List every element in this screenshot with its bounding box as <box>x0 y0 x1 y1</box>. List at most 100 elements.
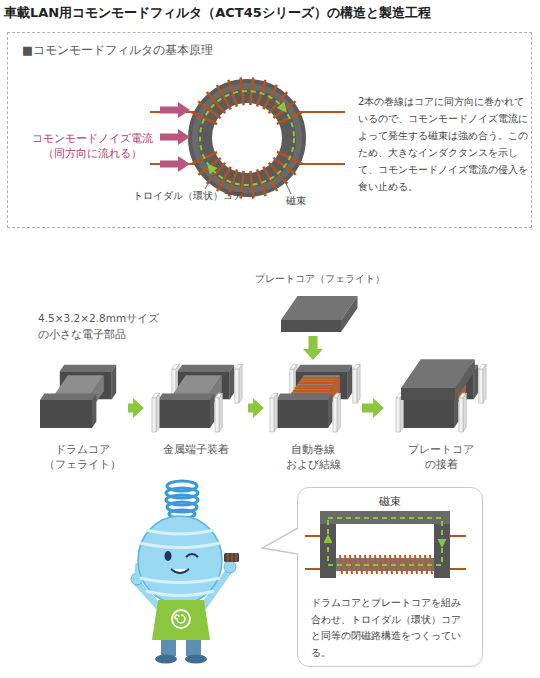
arm <box>204 572 228 606</box>
winding <box>277 152 302 164</box>
drum-core-bar <box>284 375 340 420</box>
current-arrow <box>160 102 190 118</box>
winding <box>207 92 226 113</box>
block-front <box>60 371 112 399</box>
spring-coil <box>167 502 197 512</box>
block-front <box>215 398 219 432</box>
block-top <box>270 393 277 398</box>
bubble-body: ドラムコアとプレートコアを組み合わせ、トロイダル（環状）コアと同等の閉磁路構造を… <box>311 595 469 661</box>
drum-flange <box>40 394 96 428</box>
block-top <box>158 394 214 400</box>
block-top <box>60 365 116 371</box>
block-front <box>333 398 337 432</box>
winding <box>297 386 333 401</box>
winding <box>293 391 329 406</box>
step-caption: 金属端子装着 <box>154 442 238 457</box>
winding <box>273 101 295 118</box>
block-front <box>416 369 420 403</box>
block-side <box>357 364 360 403</box>
shoe <box>185 655 207 664</box>
swirl-logo <box>172 610 190 628</box>
winding <box>207 163 226 184</box>
winding <box>192 152 217 164</box>
shirt <box>152 600 210 640</box>
winding <box>235 553 236 562</box>
block-top <box>172 364 179 369</box>
thread <box>140 578 220 583</box>
core-highlight <box>195 86 299 190</box>
plate-core <box>401 359 475 400</box>
process-arrow <box>303 336 323 360</box>
drum-flange <box>402 394 458 428</box>
hand <box>224 561 236 573</box>
block-front <box>410 404 446 420</box>
toroidal-core <box>200 91 294 185</box>
block-side <box>294 364 297 403</box>
thumb <box>135 565 139 574</box>
winding <box>286 401 322 416</box>
block-side <box>219 393 222 432</box>
drum-core-bar <box>410 375 466 420</box>
block-top <box>284 375 340 404</box>
held-component <box>224 553 239 562</box>
winding <box>428 378 464 393</box>
block-top <box>402 394 458 400</box>
winding <box>250 77 253 105</box>
block-front <box>353 369 357 403</box>
block-side <box>320 375 340 420</box>
block-side <box>341 296 358 332</box>
size-note: 4.5×3.2×2.8mmサイズ の小さな電子部品 <box>38 311 168 343</box>
block-front <box>158 400 210 428</box>
current-arrow <box>160 156 190 172</box>
winding <box>273 158 295 175</box>
principle-panel: ■コモンモードフィルタの基本原理2本の巻線はコアに同方向に巻かれているので、コモ… <box>7 32 532 228</box>
winding <box>423 386 459 401</box>
metal-terminal <box>459 393 466 432</box>
block-front <box>401 388 455 400</box>
mouth <box>171 569 189 573</box>
drum-core-bar <box>166 375 222 420</box>
winding <box>227 553 228 562</box>
block-front <box>459 398 463 432</box>
block-top <box>479 364 486 369</box>
winding <box>414 399 450 414</box>
block-top <box>422 365 478 371</box>
block-top <box>178 365 234 371</box>
block-top <box>296 365 352 371</box>
block-side <box>202 375 222 420</box>
thread <box>140 543 220 548</box>
block-side <box>92 394 96 428</box>
flux-label: 磁束 <box>286 194 326 208</box>
block-front <box>479 369 483 403</box>
wire <box>150 163 200 165</box>
winding <box>415 396 451 411</box>
step-caption: プレートコア の接着 <box>399 442 483 472</box>
block-front <box>166 404 202 420</box>
block-top <box>410 375 466 404</box>
winding <box>250 171 253 199</box>
winding <box>228 80 237 107</box>
block-top <box>281 296 358 320</box>
block-side <box>454 394 458 428</box>
toroid-wires <box>150 112 345 164</box>
metal-terminal <box>353 364 360 403</box>
block-top <box>152 393 159 398</box>
block-side <box>420 364 423 403</box>
drum-core-bar <box>48 375 104 420</box>
block-side <box>474 365 478 399</box>
winding <box>298 383 334 398</box>
block-side <box>446 375 466 420</box>
winding <box>269 163 288 184</box>
speech-bubble: 磁束ドラムコアとプレートコアを組み合わせ、トロイダル（環状）コアと同等の閉磁路構… <box>297 487 483 667</box>
block-front <box>284 404 320 420</box>
current-arrow <box>160 129 190 145</box>
metal-terminal <box>235 364 242 403</box>
block-top <box>353 364 360 369</box>
block-side <box>210 394 214 428</box>
drum-flange <box>158 394 214 428</box>
wire <box>294 111 345 113</box>
block-top <box>40 394 96 400</box>
process-arrow <box>248 398 264 418</box>
block-top <box>48 375 104 404</box>
thread <box>146 530 214 534</box>
